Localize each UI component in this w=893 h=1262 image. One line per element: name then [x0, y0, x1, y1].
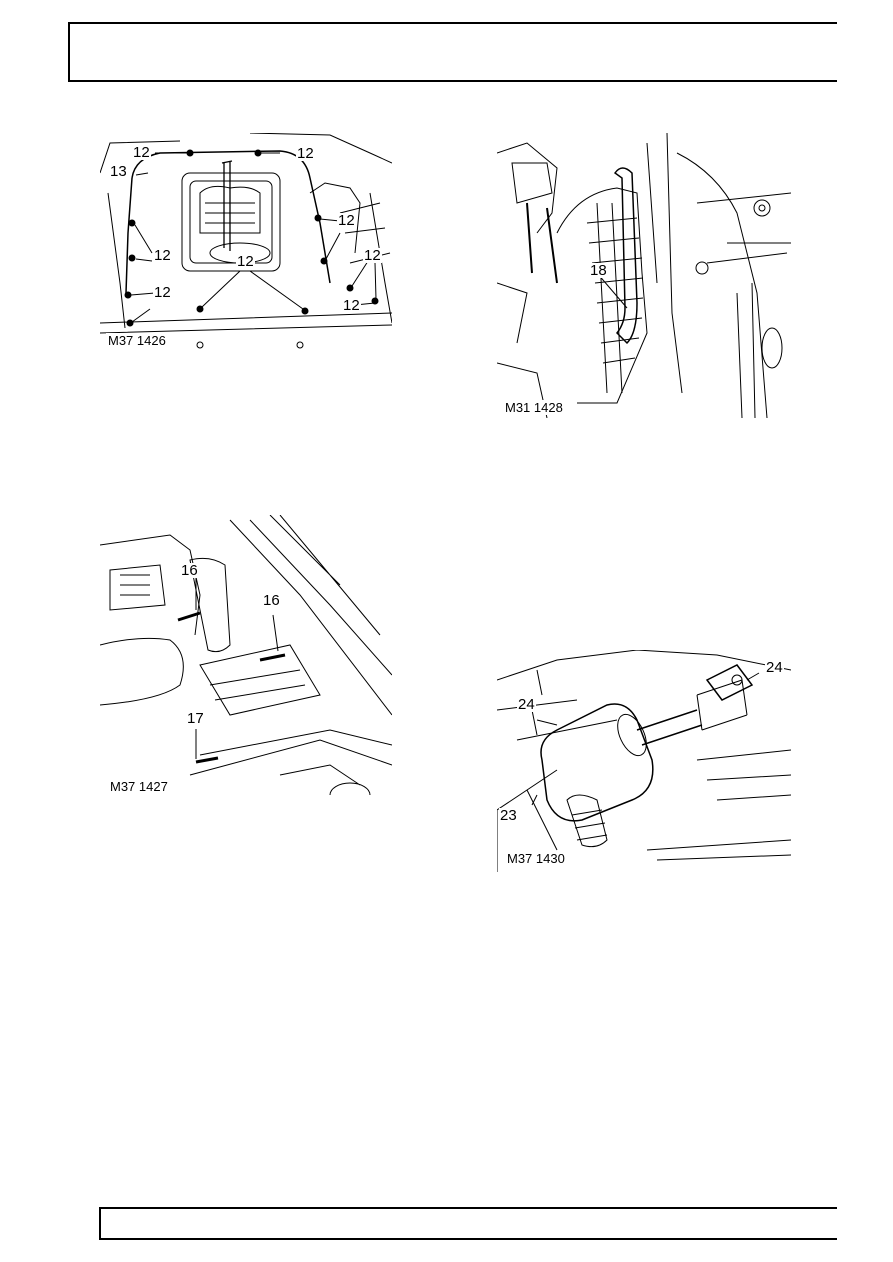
callout-label: 16: [262, 592, 281, 609]
figure-code: M37 1426: [106, 333, 168, 348]
callout-label: 12: [363, 247, 382, 264]
callout-label: 12: [153, 247, 172, 264]
figure-exhaust-silencer: 24 24 23 M37 1430: [497, 650, 791, 872]
callout-label: 12: [337, 212, 356, 229]
figure-code: M31 1428: [503, 400, 565, 415]
callout-label: 18: [589, 262, 608, 279]
page-footer-frame: [99, 1207, 837, 1240]
figure-code: M37 1427: [108, 779, 170, 794]
figure-transmission-bolts: 16 16 17 M37 1427: [100, 515, 392, 795]
callout-label: 13: [109, 163, 128, 180]
callout-label: 12: [236, 253, 255, 270]
page-header-frame: [68, 22, 837, 82]
callout-label: 12: [153, 284, 172, 301]
callout-label: 24: [765, 659, 784, 676]
callout-label: 12: [296, 145, 315, 162]
figure-gear-lever-surround: 12 12 13 12 12 12 12 12 12 M37 1426: [100, 133, 392, 351]
callout-label: 24: [517, 696, 536, 713]
callout-label: 16: [180, 562, 199, 579]
callout-label: 23: [499, 807, 518, 824]
callout-label: 17: [186, 710, 205, 727]
callout-label: 12: [342, 297, 361, 314]
figure-gear-selector-cable: 18 M31 1428: [497, 133, 791, 418]
figure-code: M37 1430: [505, 851, 567, 866]
callout-label: 12: [132, 144, 151, 161]
